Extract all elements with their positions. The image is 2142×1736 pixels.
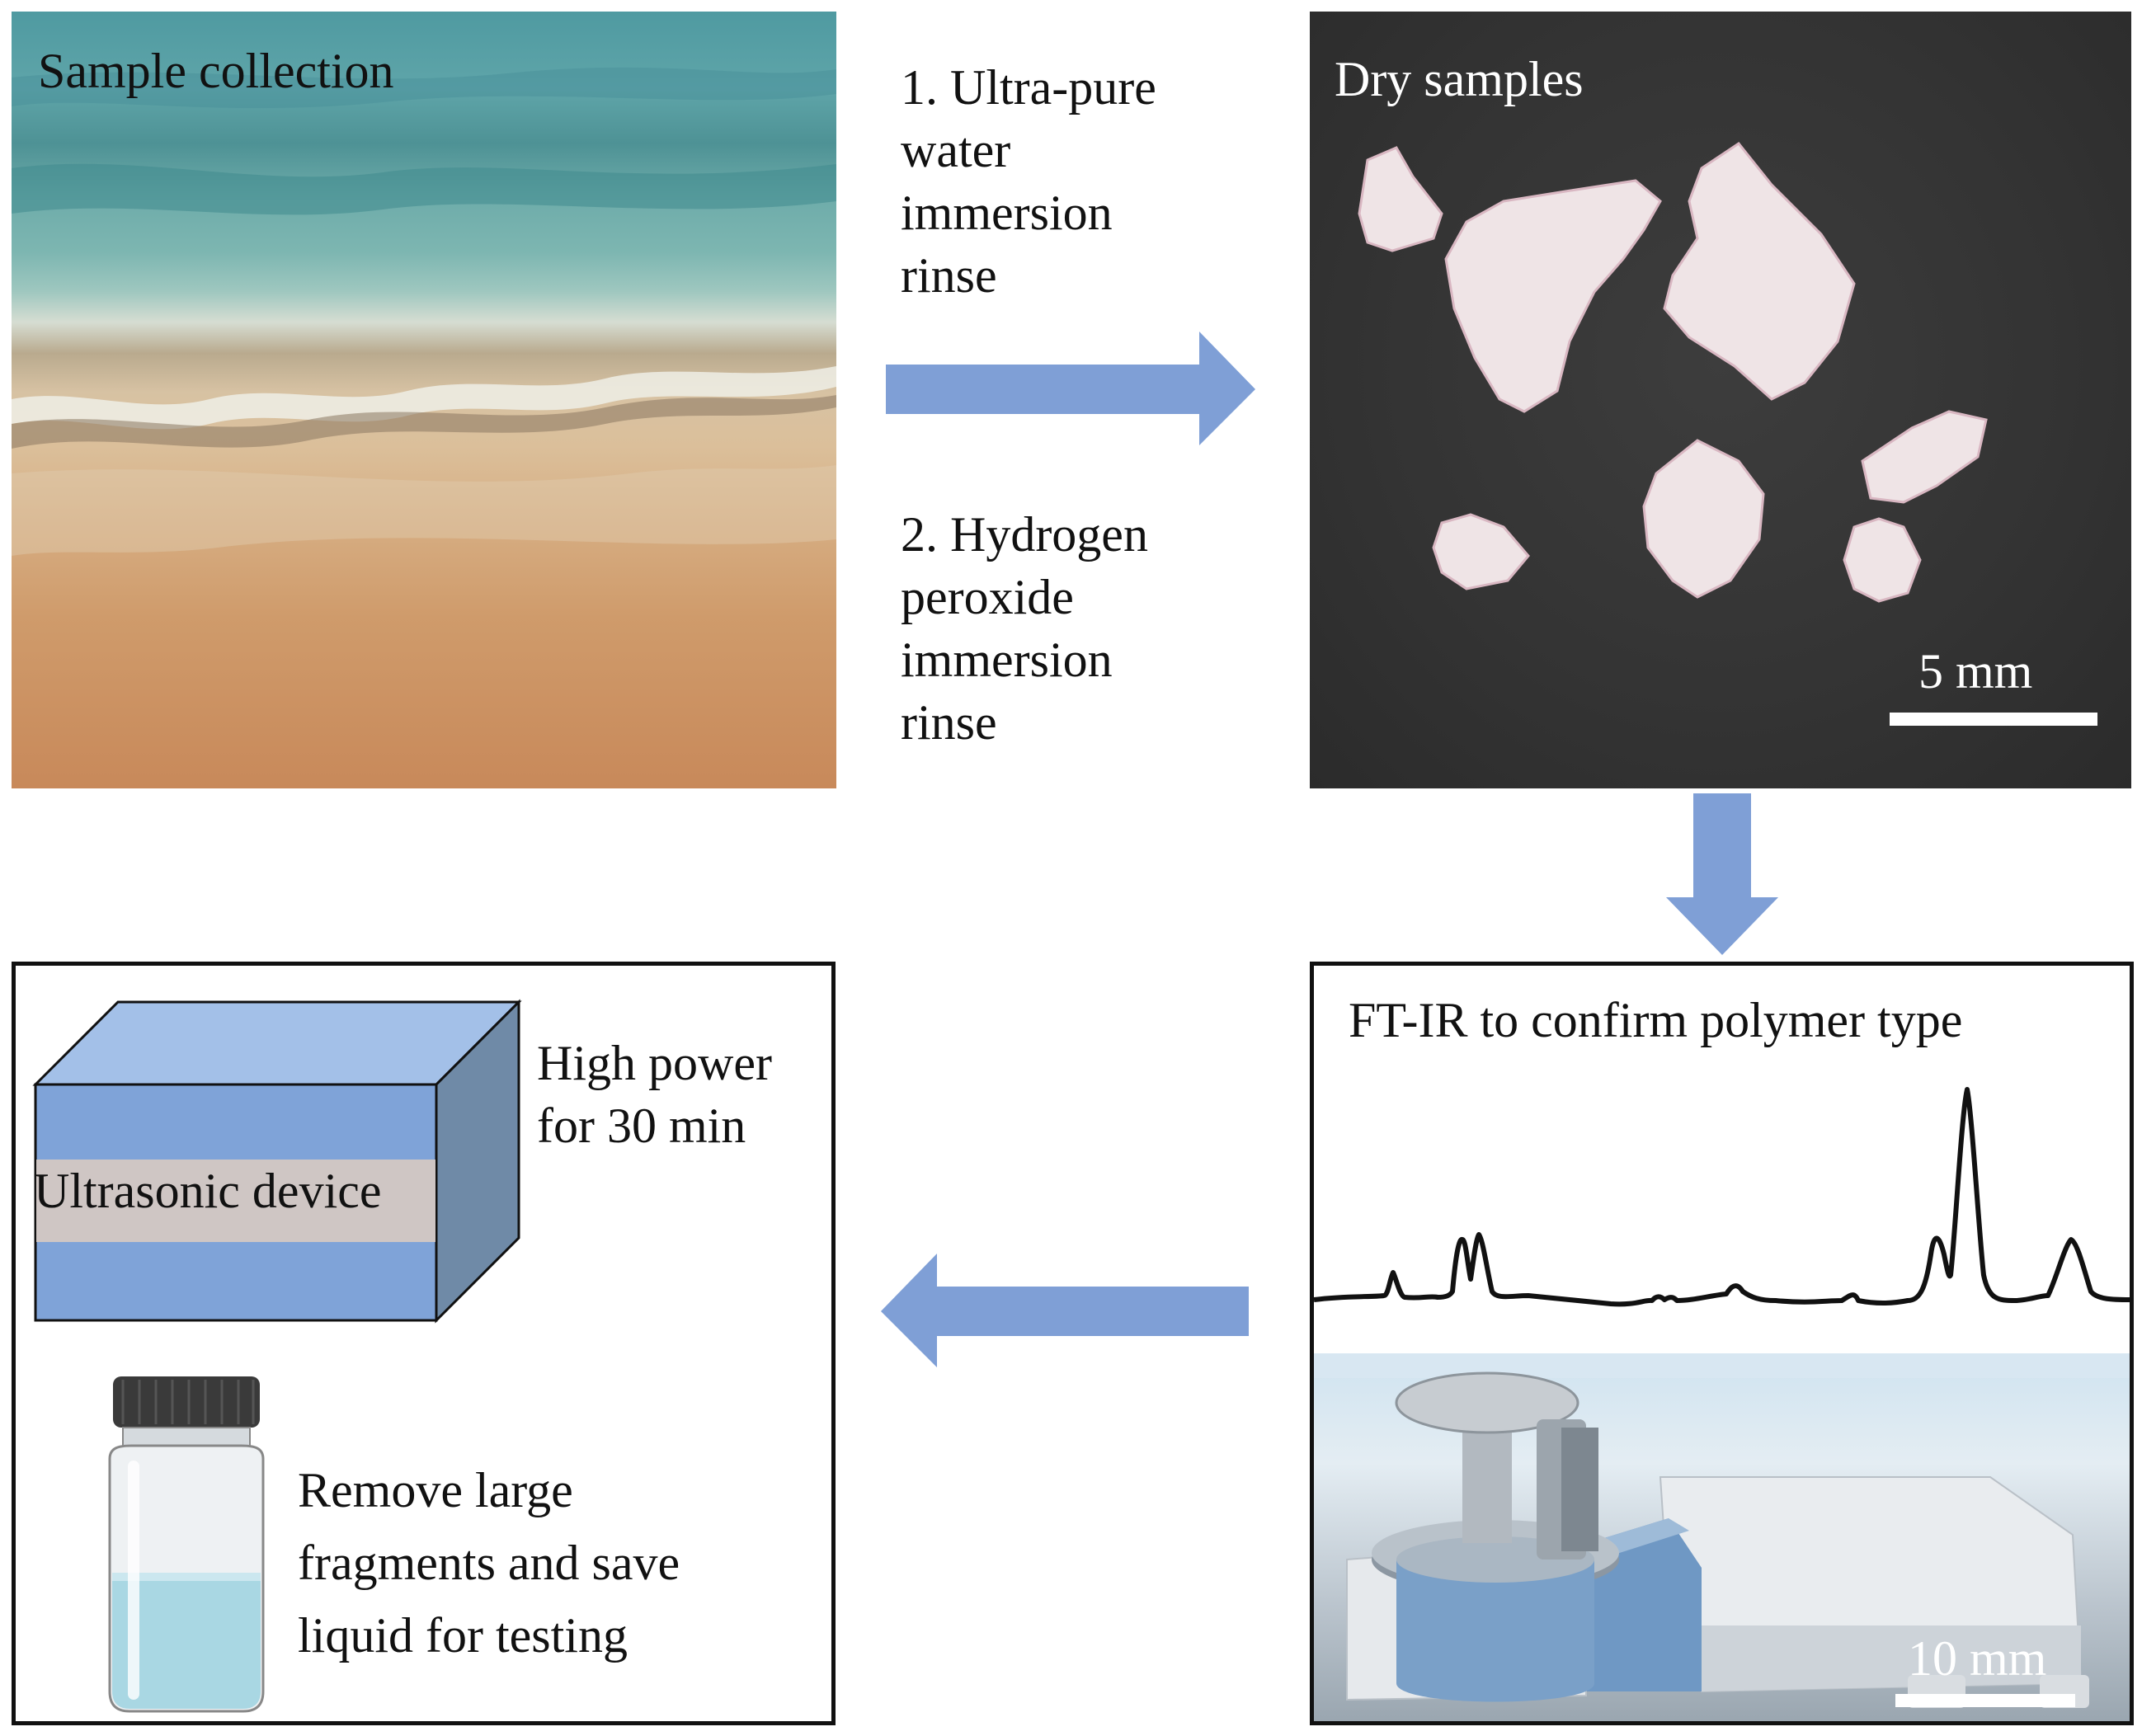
ultrasonic-device-label: Ultrasonic device bbox=[34, 1164, 382, 1218]
scale-bar-10mm bbox=[1895, 1694, 2075, 1707]
remove-line1: Remove large bbox=[298, 1463, 573, 1517]
arrow-left-icon bbox=[881, 1254, 1249, 1367]
ftir-spectrum-graphic bbox=[1314, 1087, 2130, 1307]
remove-line2: fragments and save bbox=[298, 1536, 680, 1590]
ftir-instrument-graphic bbox=[1314, 1353, 2130, 1708]
ftir-instrument-photo: 10 mm bbox=[1314, 1353, 2130, 1721]
beach-waves-graphic bbox=[12, 67, 836, 556]
ultrasonic-panel: Ultrasonic device High power for 30 min … bbox=[12, 962, 836, 1725]
scale-bar-5mm bbox=[1890, 713, 2097, 726]
sample-fragments-graphic bbox=[1358, 141, 1988, 603]
step2-line1: 2. Hydrogen bbox=[901, 507, 1148, 562]
ftir-panel: FT-IR to confirm polymer type bbox=[1310, 962, 2134, 1725]
sample-collection-label: Sample collection bbox=[38, 44, 394, 98]
arrow-right-icon bbox=[886, 332, 1255, 445]
high-power-line1: High power bbox=[537, 1036, 772, 1090]
arrow-down-icon bbox=[1666, 793, 1778, 955]
ultrasonic-device-cube-graphic bbox=[32, 999, 522, 1324]
remove-line3: liquid for testing bbox=[298, 1608, 628, 1663]
step2-line4: rinse bbox=[901, 695, 997, 750]
dry-samples-label: Dry samples bbox=[1335, 52, 1584, 106]
step1-line3: immersion bbox=[901, 186, 1113, 240]
dry-samples-photo: Dry samples 5 mm bbox=[1310, 12, 2131, 788]
high-power-line2: for 30 min bbox=[537, 1099, 746, 1153]
beach-photo: Sample collection bbox=[12, 12, 836, 788]
scale-bar-10mm-label: 10 mm bbox=[1908, 1631, 2047, 1686]
step1-line2: water bbox=[901, 123, 1011, 177]
ftir-label: FT-IR to confirm polymer type bbox=[1349, 993, 1963, 1047]
step1-line4: rinse bbox=[901, 248, 997, 303]
scale-bar-5mm-label: 5 mm bbox=[1918, 644, 2033, 699]
step1-line1: 1. Ultra-pure bbox=[901, 60, 1156, 115]
step2-line2: peroxide bbox=[901, 570, 1074, 624]
step2-line3: immersion bbox=[901, 633, 1113, 687]
sample-vial-icon bbox=[108, 1376, 265, 1713]
